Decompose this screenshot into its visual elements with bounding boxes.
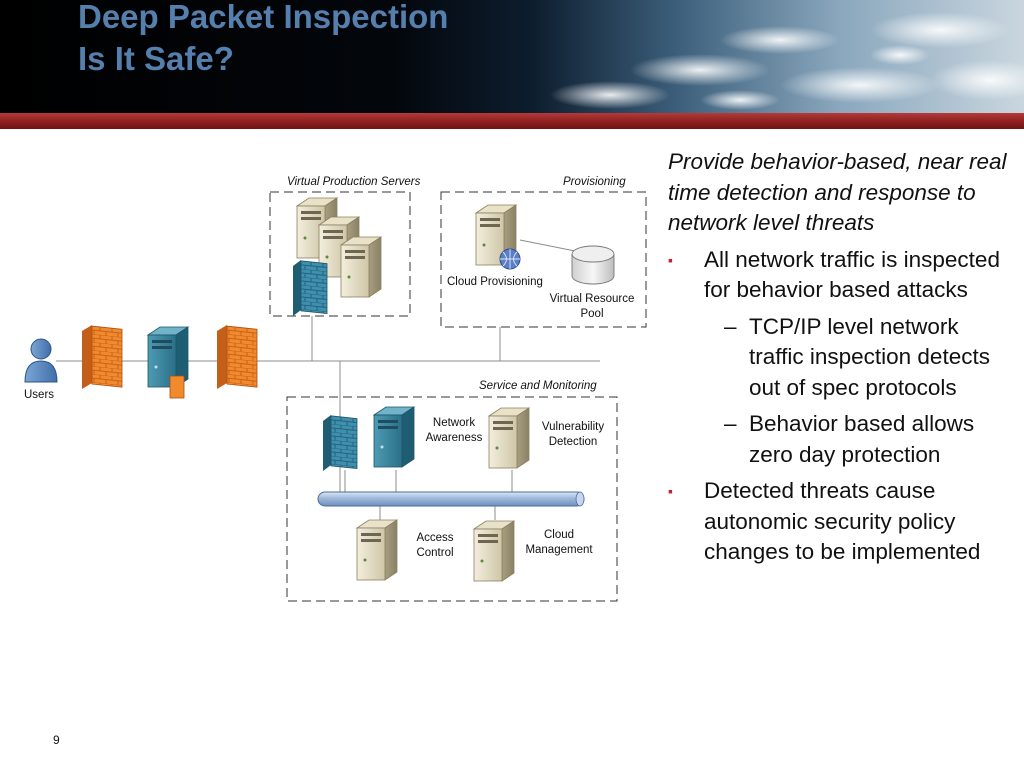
bullet-marker: ▪ [668,483,673,499]
firewall-left-icon [81,324,123,390]
access-control-label-line2: Control [416,547,453,559]
sub-bullet-item: – Behavior based allows zero day protect… [704,409,1013,470]
service-monitoring-label: Service and Monitoring [479,380,597,392]
firewall-right-icon [216,324,258,390]
bullet-item: ▪ All network traffic is inspected for b… [668,245,1013,306]
network-awareness-label-line2: Awareness [426,432,483,444]
title-line-2: Is It Safe? [78,40,234,77]
bullet-marker: ▪ [668,251,673,268]
cloud-management-label-line2: Management [525,544,593,556]
dash-marker: – [724,313,737,339]
title-line-1: Deep Packet Inspection [78,0,449,35]
access-control-server-icon [356,519,398,581]
header-red-bar [0,113,1024,129]
vulnerability-detection-label-line2: Detection [549,436,598,448]
provisioning-label: Provisioning [563,176,626,188]
virtual-resource-pool-label-line2: Pool [580,308,603,320]
user-icon [24,338,58,383]
earth-clouds-image [550,12,1024,110]
slide-text-panel: Provide behavior-based, near real time d… [668,147,1013,574]
users-label: Users [24,389,54,401]
provisioning-zone [440,191,647,328]
cloud-provisioning-label: Cloud Provisioning [447,276,543,288]
page-number: 9 [53,733,60,747]
globe-icon [499,248,521,270]
virtual-server-3-icon [340,236,382,298]
vulnerability-detection-label-line1: Vulnerability [542,421,604,433]
bullet-text: Detected threats cause autonomic securit… [704,478,981,564]
network-awareness-label-line1: Network [433,417,475,429]
network-bus-pipe [317,491,585,507]
virtual-servers-firewall-icon [292,259,328,317]
vulnerability-detection-server-icon [488,407,530,469]
service-monitoring-zone [286,396,618,602]
virtual-production-servers-zone [269,191,411,317]
cloud-management-server-icon [473,520,515,582]
cloud-management-label-line1: Cloud [544,529,574,541]
bullet-text: All network traffic is inspected for beh… [704,246,1000,303]
virtual-production-servers-label: Virtual Production Servers [287,176,421,188]
network-diagram: Users Virtual Production Servers Provisi… [24,176,647,602]
network-awareness-server-icon [373,406,415,468]
sub-bullet-text: TCP/IP level network traffic inspection … [749,313,990,400]
sub-bullet-item: – TCP/IP level network traffic inspectio… [704,312,1013,404]
dash-marker: – [724,411,737,436]
gateway-server-icon [147,326,189,399]
slide-title: Deep Packet Inspection Is It Safe? [78,0,448,80]
access-control-label-line1: Access [416,532,453,544]
sub-bullet-text: Behavior based allows zero day protectio… [749,411,975,467]
slide-header: Deep Packet Inspection Is It Safe? [0,0,1024,113]
monitoring-firewall-icon [322,414,358,472]
intro-text: Provide behavior-based, near real time d… [668,149,1007,235]
virtual-resource-pool-label-line1: Virtual Resource [550,293,635,305]
resource-pool-cylinder-icon [571,245,615,285]
bullet-item: ▪ Detected threats cause autonomic secur… [668,476,1013,568]
